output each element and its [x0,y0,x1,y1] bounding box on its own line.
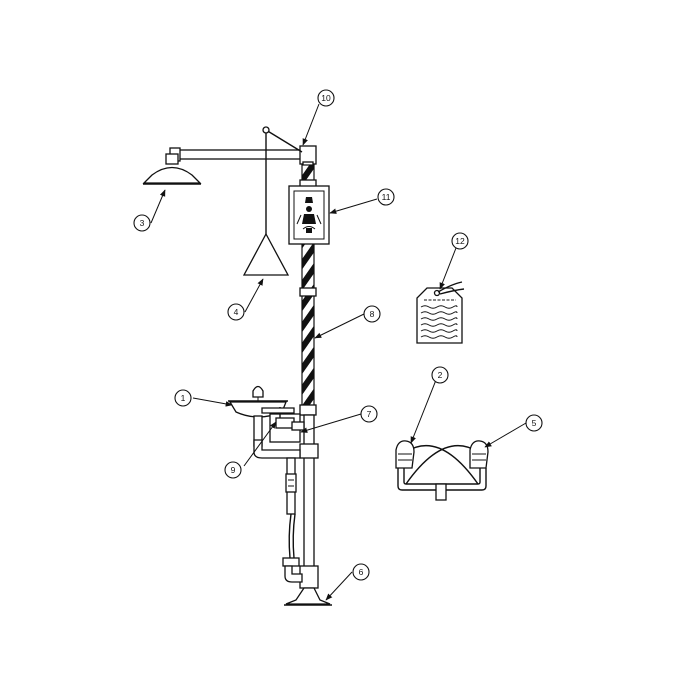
leader-10 [302,103,320,146]
shower-arm [175,149,307,160]
callout-9-label: 9 [231,465,236,475]
callout-12-label: 12 [455,236,465,246]
leader-lines [150,103,527,601]
floor-flange [285,587,331,605]
leader-8 [314,313,365,339]
center-inlet [435,483,447,501]
callout-6: 6 [352,563,370,581]
callout-3-circle [133,214,151,232]
callout-7-label: 7 [367,409,372,419]
callout-2: 2 [431,366,449,384]
callout-2-label: 2 [438,370,443,380]
callout-6-label: 6 [359,567,364,577]
callout-4-label: 4 [234,307,239,317]
callout-9: 9 [224,461,242,479]
identification-sign [288,185,330,245]
callout-11-circle [377,188,395,206]
inspection-tag [416,281,465,344]
callout-10: 10 [317,89,335,107]
triangle-pull-handle [242,232,290,276]
shower-valve-lever [265,129,303,153]
leader-4 [244,278,264,313]
callout-12: 12 [451,232,469,250]
leader-5 [484,422,527,448]
callout-1: 1 [174,389,192,407]
eyewash-assembly [228,385,305,583]
callout-5-circle [525,414,543,432]
callout-3: 3 [133,214,151,232]
callout-12-circle [451,232,469,250]
callout-4: 4 [227,303,245,321]
callout-7-circle [360,405,378,423]
callout-10-circle [317,89,335,107]
callout-5-label: 5 [532,418,537,428]
callout-2-circle [431,366,449,384]
callout-7: 7 [360,405,378,423]
leader-9 [243,421,277,467]
leader-3 [150,189,166,224]
leader-1 [192,397,233,407]
leader-12 [439,247,457,290]
callout-8: 8 [363,305,381,323]
shower-head [142,153,202,185]
push-paddle [261,407,295,414]
callout-4-circle [227,303,245,321]
lower-pipe [303,414,315,576]
tag-body [416,287,463,344]
callout-5: 5 [525,414,543,432]
callout-6-circle [352,563,370,581]
callout-3-label: 3 [140,218,145,228]
right-spray-head [469,440,489,469]
callout-8-circle [363,305,381,323]
callout-10-label: 10 [321,93,331,103]
callout-11-label: 11 [382,192,391,202]
callout-9-circle [224,461,242,479]
callout-11: 11 [377,188,395,206]
left-spray-head [395,440,415,469]
bowl-cap [252,385,264,398]
leader-11 [329,198,378,214]
shower-valve-body [299,145,317,165]
callout-1-circle [174,389,192,407]
callout-1-label: 1 [181,393,186,403]
leader-6 [325,571,353,601]
leader-2 [410,379,437,444]
callout-8-label: 8 [370,309,375,319]
leader-7 [300,413,362,433]
eyewash-head-detail [395,440,489,501]
